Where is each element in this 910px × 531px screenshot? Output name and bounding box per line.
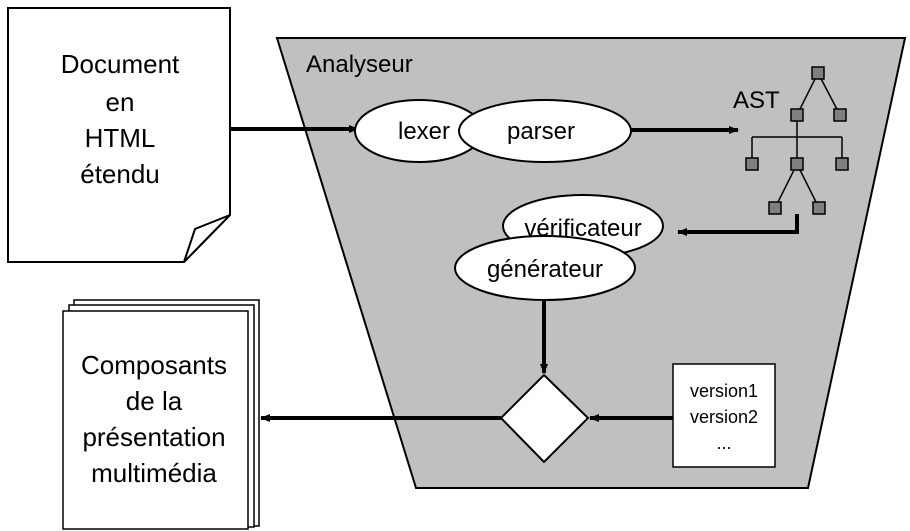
arrow-ast-to-verificateur — [677, 214, 799, 236]
ast-node — [790, 157, 804, 171]
input-document: Document en HTML étendu — [7, 7, 231, 263]
versions-box-frame — [672, 363, 776, 468]
ast-node — [745, 157, 759, 171]
ast-edge — [796, 72, 819, 116]
parser-label: parser — [507, 118, 575, 145]
ast-node — [790, 108, 804, 122]
ast-edge — [796, 163, 820, 209]
analyzer-title: Analyseur — [306, 51, 413, 78]
version-line-3: ... — [716, 433, 731, 453]
input-document-line-4: étendu — [80, 159, 160, 189]
ast-nodes — [745, 66, 849, 215]
version-line-2: version2 — [690, 407, 758, 427]
input-document-fold — [183, 214, 231, 263]
output-document-line-1: Composants — [81, 350, 227, 380]
ast-edge — [817, 72, 841, 116]
ast-edge — [774, 163, 798, 209]
output-document-line-3: présentation — [82, 422, 225, 452]
ast-node — [768, 201, 782, 215]
output-documents: Composants de la présentation multimédia — [62, 299, 260, 530]
ast-node — [835, 157, 849, 171]
ast-node — [811, 66, 825, 80]
output-document-front — [62, 310, 249, 530]
input-document-line-1: Document — [61, 49, 180, 79]
ast-node — [812, 201, 826, 215]
decision-diamond — [499, 373, 590, 464]
input-document-line-2: en — [106, 87, 135, 117]
lexer-label: lexer — [398, 118, 450, 145]
generateur-label: générateur — [487, 256, 603, 283]
versions-box: version1 version2 ... — [672, 363, 776, 468]
output-document-line-2: de la — [126, 386, 183, 416]
input-document-line-3: HTML — [85, 123, 156, 153]
ast-node — [833, 108, 847, 122]
version-line-1: version1 — [690, 381, 758, 401]
ast-label: AST — [733, 87, 780, 114]
output-document-line-4: multimédia — [91, 458, 217, 488]
